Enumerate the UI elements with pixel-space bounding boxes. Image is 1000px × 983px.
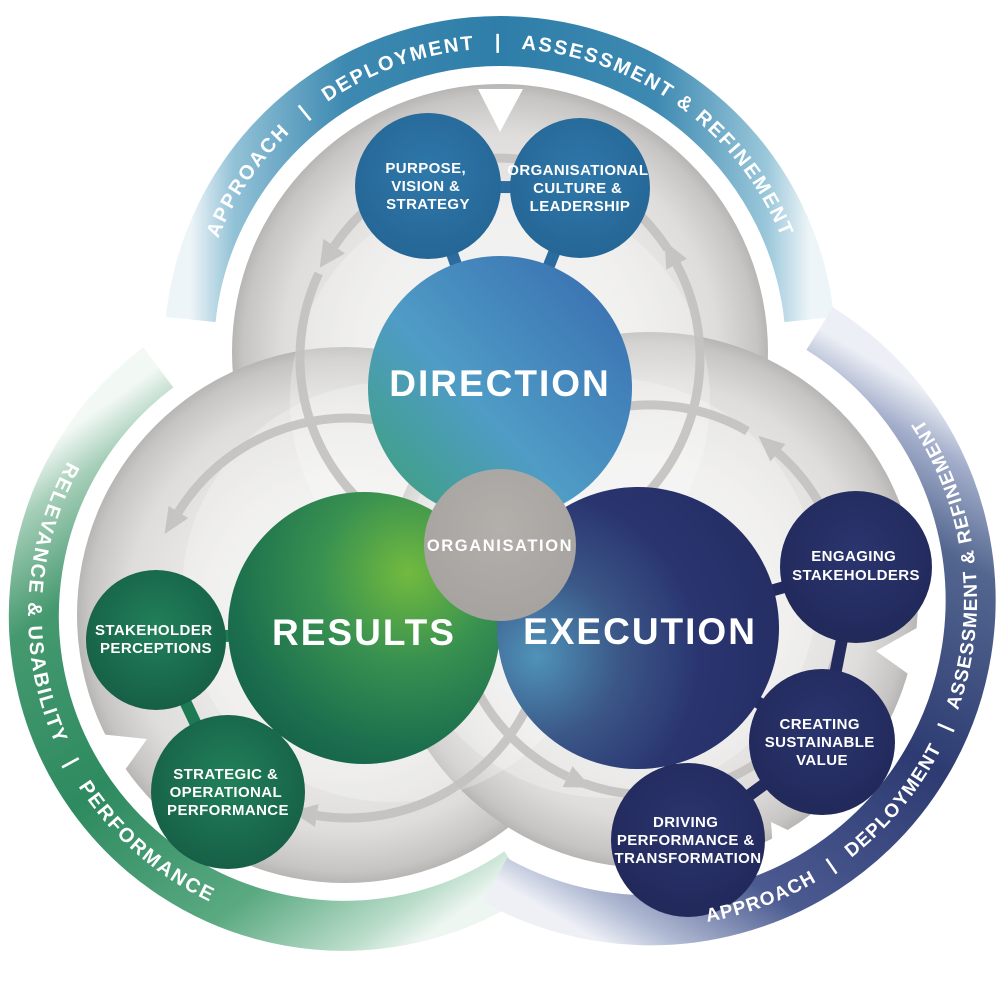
- organisation-label: ORGANISATION: [427, 537, 573, 555]
- purpose-label: PURPOSE, VISION & STRATEGY: [385, 160, 470, 213]
- band-right-navy: [482, 307, 996, 946]
- cycle-arrow-left-2: [315, 787, 451, 823]
- band-left-green: [8, 347, 533, 951]
- culture-circle: [510, 118, 650, 258]
- stakeholder-label: STAKEHOLDER PERCEPTIONS: [95, 622, 217, 657]
- culture-label: ORGANISATIONAL CULTURE & LEADERSHIP: [507, 162, 652, 215]
- flow-triangle-top: [478, 89, 523, 132]
- strategic-circle: [151, 715, 305, 869]
- creating-circle: [749, 669, 895, 815]
- cycle-arrowhead-right-2: [562, 766, 592, 788]
- strategic-label: STRATEGIC & OPERATIONAL PERFORMANCE: [167, 766, 289, 819]
- outer-bands: [8, 16, 996, 951]
- stakeholder-circle: [86, 570, 226, 710]
- creating-label: CREATING SUSTAINABLE VALUE: [765, 716, 880, 769]
- flow-triangle-right: [876, 625, 922, 681]
- cycle-arrowhead-top-2: [664, 241, 687, 270]
- flow-triangle-left: [99, 734, 147, 777]
- execution-label: EXECUTION: [523, 611, 757, 652]
- purpose-circle: [355, 113, 501, 259]
- flow-triangles: [99, 89, 922, 863]
- cycle-arrowhead-left-1: [164, 505, 189, 534]
- results-label: RESULTS: [272, 612, 456, 653]
- driving-circle: [611, 763, 765, 917]
- direction-label: DIRECTION: [389, 363, 611, 404]
- flow-triangle-bottom-right: [771, 822, 815, 863]
- sub-circles: [86, 113, 932, 917]
- direction-circle: [368, 256, 632, 520]
- organisation-circle: [424, 469, 576, 621]
- band-top-blue: [165, 16, 835, 323]
- engaging-circle: [780, 491, 932, 643]
- driving-label: DRIVING PERFORMANCE & TRANSFORMATION: [615, 814, 762, 867]
- engaging-label: ENGAGING STAKEHOLDERS: [792, 548, 920, 584]
- cycle-arrowhead-top-1: [319, 238, 345, 268]
- main-circles: [228, 256, 779, 769]
- cycle-arrowhead-right-1: [758, 435, 786, 462]
